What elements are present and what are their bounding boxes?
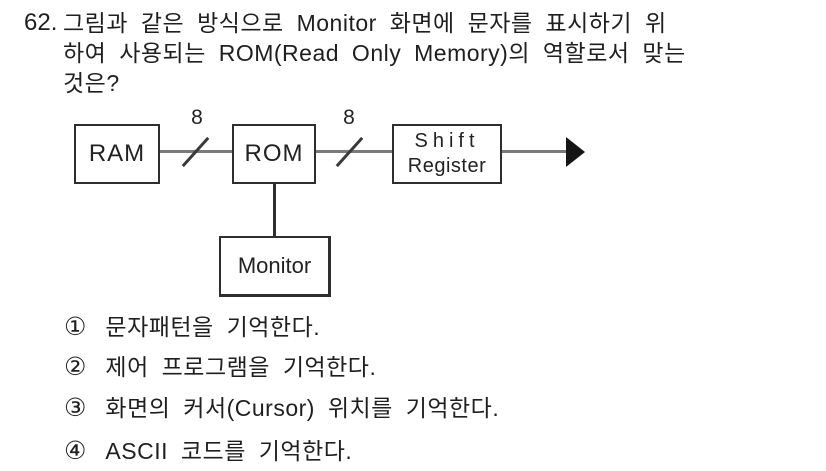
choice-marker: ④ — [64, 437, 87, 465]
choice-marker: ① — [64, 313, 87, 341]
question-text: 그림과 같은 방식으로 Monitor 화면에 문자를 표시하기 위 하여 사용… — [63, 8, 686, 98]
ram-box-label: RAM — [88, 140, 146, 167]
wire-rom-to-monitor — [273, 184, 276, 236]
choice-option-2: ② 제어 프로그램을 기억한다. — [64, 353, 376, 381]
monitor-box-label: Monitor — [237, 253, 312, 278]
choice-option-1: ① 문자패턴을 기억한다. — [64, 313, 320, 341]
choice-marker: ② — [64, 353, 87, 381]
bus-width-label: 8 — [343, 106, 355, 129]
wire-shift-register-output — [502, 150, 568, 153]
output-arrowhead-icon — [566, 137, 585, 167]
rom-box: ROM — [232, 124, 316, 184]
question-text-line: 하여 사용되는 ROM(Read Only Memory)의 역할로서 맞는 — [63, 40, 686, 66]
ram-box: RAM — [74, 124, 160, 184]
shift-register-label-line1: Shift — [414, 130, 480, 152]
shift-register-box: Shift Register — [392, 124, 502, 184]
choice-marker: ③ — [64, 394, 87, 422]
question-block: 62. 그림과 같은 방식으로 Monitor 화면에 문자를 표시하기 위 하… — [24, 8, 686, 98]
choice-text: ASCII 코드를 기억한다. — [105, 438, 353, 464]
choice-text: 문자패턴을 기억한다. — [105, 314, 321, 340]
monitor-box: Monitor — [219, 236, 331, 297]
rom-box-label: ROM — [244, 140, 304, 167]
bus-width-label: 8 — [191, 106, 203, 129]
shift-register-label-line2: Register — [407, 155, 487, 177]
choice-option-3: ③ 화면의 커서(Cursor) 위치를 기억한다. — [64, 394, 499, 422]
choice-text: 화면의 커서(Cursor) 위치를 기억한다. — [105, 395, 500, 421]
question-text-line: 것은? — [63, 70, 120, 96]
question-text-line: 그림과 같은 방식으로 Monitor 화면에 문자를 표시하기 위 — [63, 10, 667, 36]
wire-rom-to-shift-register — [316, 150, 392, 153]
choice-text: 제어 프로그램을 기억한다. — [105, 354, 377, 380]
question-number: 62. — [24, 9, 58, 36]
choice-option-4: ④ ASCII 코드를 기억한다. — [64, 437, 352, 465]
